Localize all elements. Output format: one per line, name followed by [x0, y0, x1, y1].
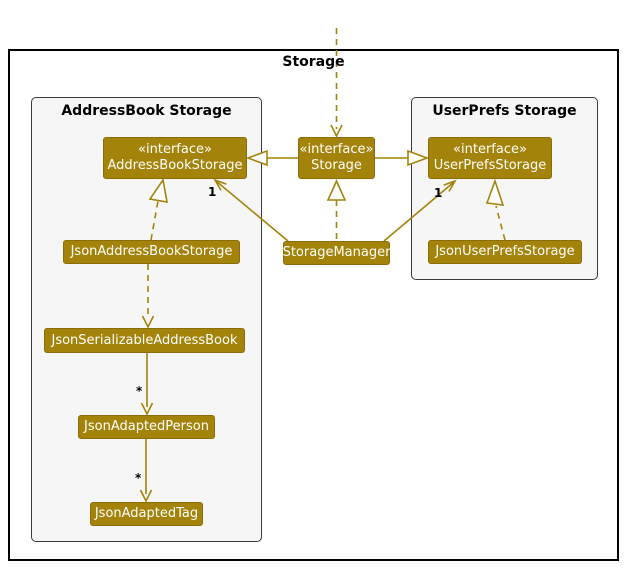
- multiplicity-serializable-person: *: [136, 384, 143, 398]
- class-name-label: JsonUserPrefsStorage: [435, 244, 575, 259]
- stereotype-label: «interface»: [453, 142, 527, 157]
- multiplicity-person-tag: *: [135, 471, 142, 485]
- class-name-label: UserPrefsStorage: [433, 158, 547, 173]
- class-name-label: JsonAddressBookStorage: [70, 244, 233, 259]
- stereotype-label: «interface»: [138, 142, 212, 157]
- class-jsonadaptedperson: JsonAdaptedPerson: [78, 415, 215, 439]
- multiplicity-manager-addressbook: 1: [208, 185, 217, 199]
- class-userprefsstorage: «interface» UserPrefsStorage: [428, 137, 552, 179]
- class-name-label: JsonAdaptedTag: [94, 506, 199, 521]
- stereotype-label: «interface»: [299, 142, 374, 157]
- class-jsonadaptedtag: JsonAdaptedTag: [90, 502, 203, 526]
- class-name-label: AddressBookStorage: [107, 158, 243, 173]
- class-name-label: StorageManager: [282, 245, 391, 260]
- class-jsonserializableaddressbook: JsonSerializableAddressBook: [44, 328, 245, 353]
- class-name-label: JsonAdaptedPerson: [84, 419, 209, 434]
- class-jsonaddressbookstorage: JsonAddressBookStorage: [63, 240, 240, 264]
- multiplicity-manager-userprefs: 1: [434, 186, 443, 200]
- class-name-label: Storage: [311, 158, 362, 173]
- package-userprefs-title: UserPrefs Storage: [432, 103, 577, 119]
- class-name-label: JsonSerializableAddressBook: [51, 332, 238, 348]
- class-storage: «interface» Storage: [298, 137, 375, 179]
- class-storagemanager: StorageManager: [283, 241, 390, 265]
- class-addressbookstorage: «interface» AddressBookStorage: [103, 137, 247, 179]
- package-addressbook-title: AddressBook Storage: [61, 103, 232, 119]
- class-jsonuserprefsstorage: JsonUserPrefsStorage: [428, 240, 582, 264]
